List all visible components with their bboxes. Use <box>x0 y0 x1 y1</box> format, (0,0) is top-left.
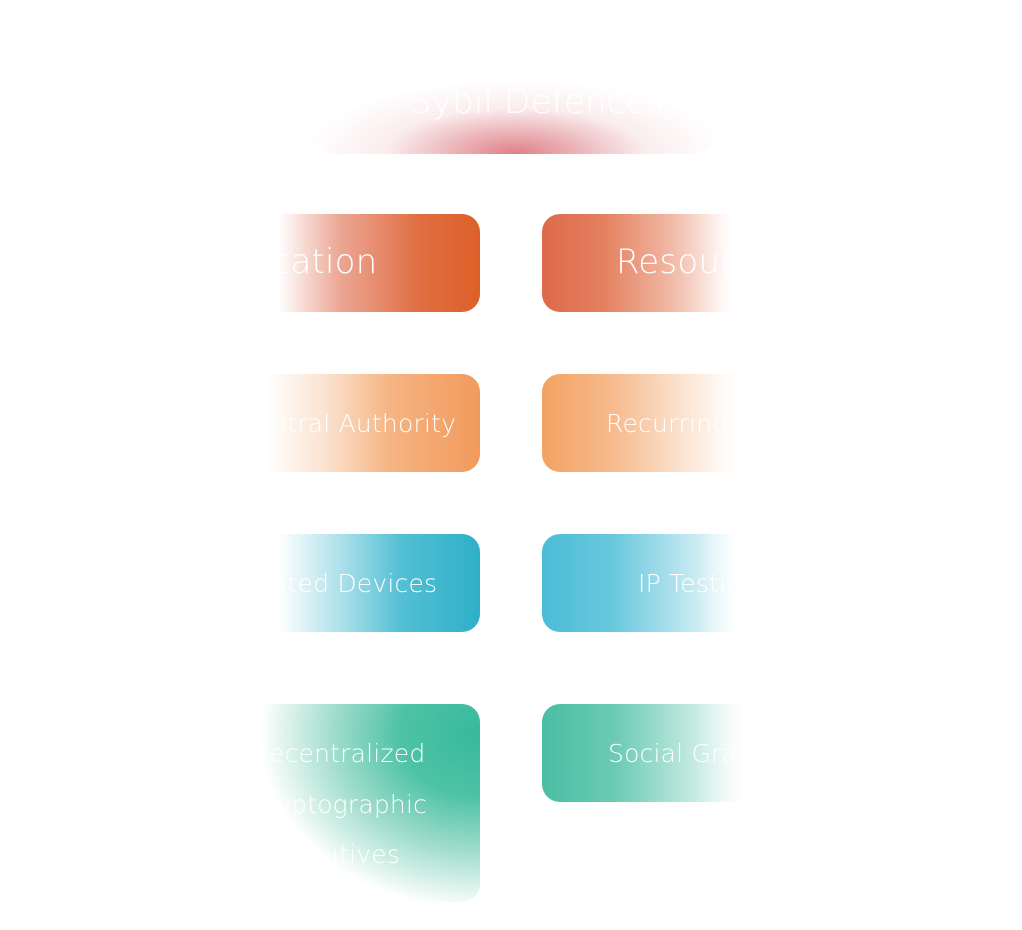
node-label: Recurring Costs <box>606 409 806 438</box>
node-social-graph: Social Graph <box>542 704 822 802</box>
node-label: Resource <box>616 242 774 282</box>
node-decentralized-cryptographic-primitives: Decentralized Cryptographic Primitives <box>200 704 480 902</box>
node-ip-testing: IP Testing <box>542 534 822 632</box>
node-label: Verification <box>200 242 378 282</box>
node-label-line: Cryptographic <box>247 790 428 819</box>
node-label-line: Decentralized <box>249 739 426 768</box>
node-label-line: Primitives <box>274 840 401 869</box>
node-recurring-costs: Recurring Costs <box>542 374 822 472</box>
node-label: Central Authority <box>238 409 457 438</box>
node-label: IP Testing <box>638 569 758 598</box>
node-resource: Resource <box>542 214 822 312</box>
node-sybil-defences: Sybil Defences <box>300 40 730 154</box>
node-central-authority: Central Authority <box>200 374 480 472</box>
node-verification: Verification <box>200 214 480 312</box>
node-trusted-devices: Trusted Devices <box>200 534 480 632</box>
node-label: Social Graph <box>608 739 770 768</box>
node-label: Trusted Devices <box>236 569 438 598</box>
node-label: Sybil Defences <box>410 82 665 122</box>
